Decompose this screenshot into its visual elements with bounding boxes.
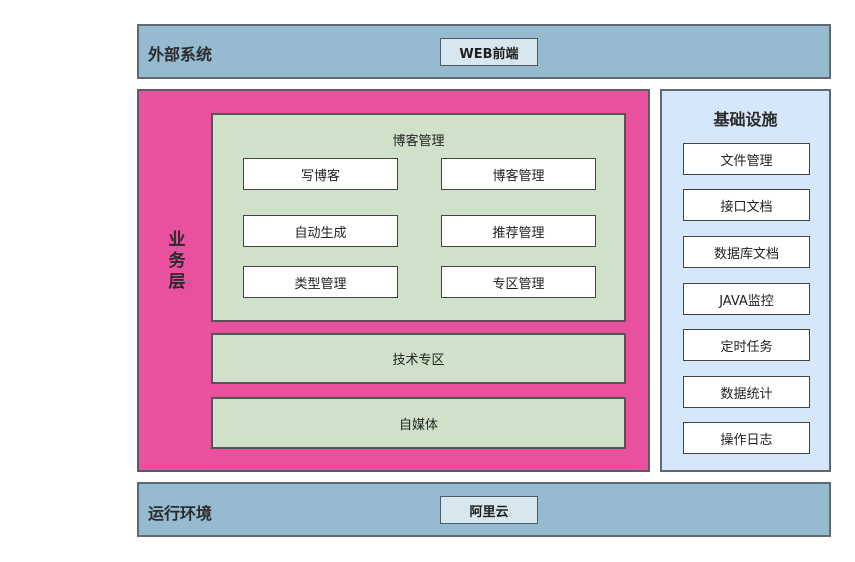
external-systems-layer: 外部系统 WEB前端 [137, 24, 831, 79]
business-layer: 业 务 层 博客管理 写博客 博客管理 自动生成 推荐管理 类型管理 专区管理 … [137, 89, 650, 472]
infrastructure-panel: 基础设施 文件管理 接口文档 数据库文档 JAVA监控 定时任务 数据统计 操作… [660, 89, 831, 472]
self-media-box: 自媒体 [211, 397, 626, 449]
java-monitor-box: JAVA监控 [683, 283, 810, 315]
type-manage-box: 类型管理 [243, 266, 398, 298]
business-layer-label: 业 务 层 [159, 230, 195, 293]
api-doc-box: 接口文档 [683, 189, 810, 221]
runtime-environment-title: 运行环境 [148, 504, 213, 523]
file-manage-box: 文件管理 [683, 143, 810, 175]
tech-zone-box: 技术专区 [211, 333, 626, 384]
scheduled-task-box: 定时任务 [683, 329, 810, 361]
business-label-char-3: 层 [168, 272, 186, 292]
business-label-char-1: 业 [168, 230, 186, 250]
infrastructure-title: 基础设施 [713, 110, 778, 129]
auto-generate-box: 自动生成 [243, 215, 398, 247]
aliyun-box: 阿里云 [440, 496, 538, 524]
external-systems-title: 外部系统 [148, 45, 213, 64]
recommend-manage-box: 推荐管理 [441, 215, 596, 247]
web-frontend-box: WEB前端 [440, 38, 538, 66]
runtime-environment-layer: 运行环境 阿里云 [137, 482, 831, 537]
blog-management-title: 博客管理 [392, 134, 445, 149]
operation-log-box: 操作日志 [683, 422, 810, 454]
db-doc-box: 数据库文档 [683, 236, 810, 268]
blog-manage-box: 博客管理 [441, 158, 596, 190]
write-blog-box: 写博客 [243, 158, 398, 190]
business-label-char-2: 务 [168, 251, 186, 271]
zone-manage-box: 专区管理 [441, 266, 596, 298]
data-stats-box: 数据统计 [683, 376, 810, 408]
blog-management-panel: 博客管理 写博客 博客管理 自动生成 推荐管理 类型管理 专区管理 [211, 113, 626, 322]
